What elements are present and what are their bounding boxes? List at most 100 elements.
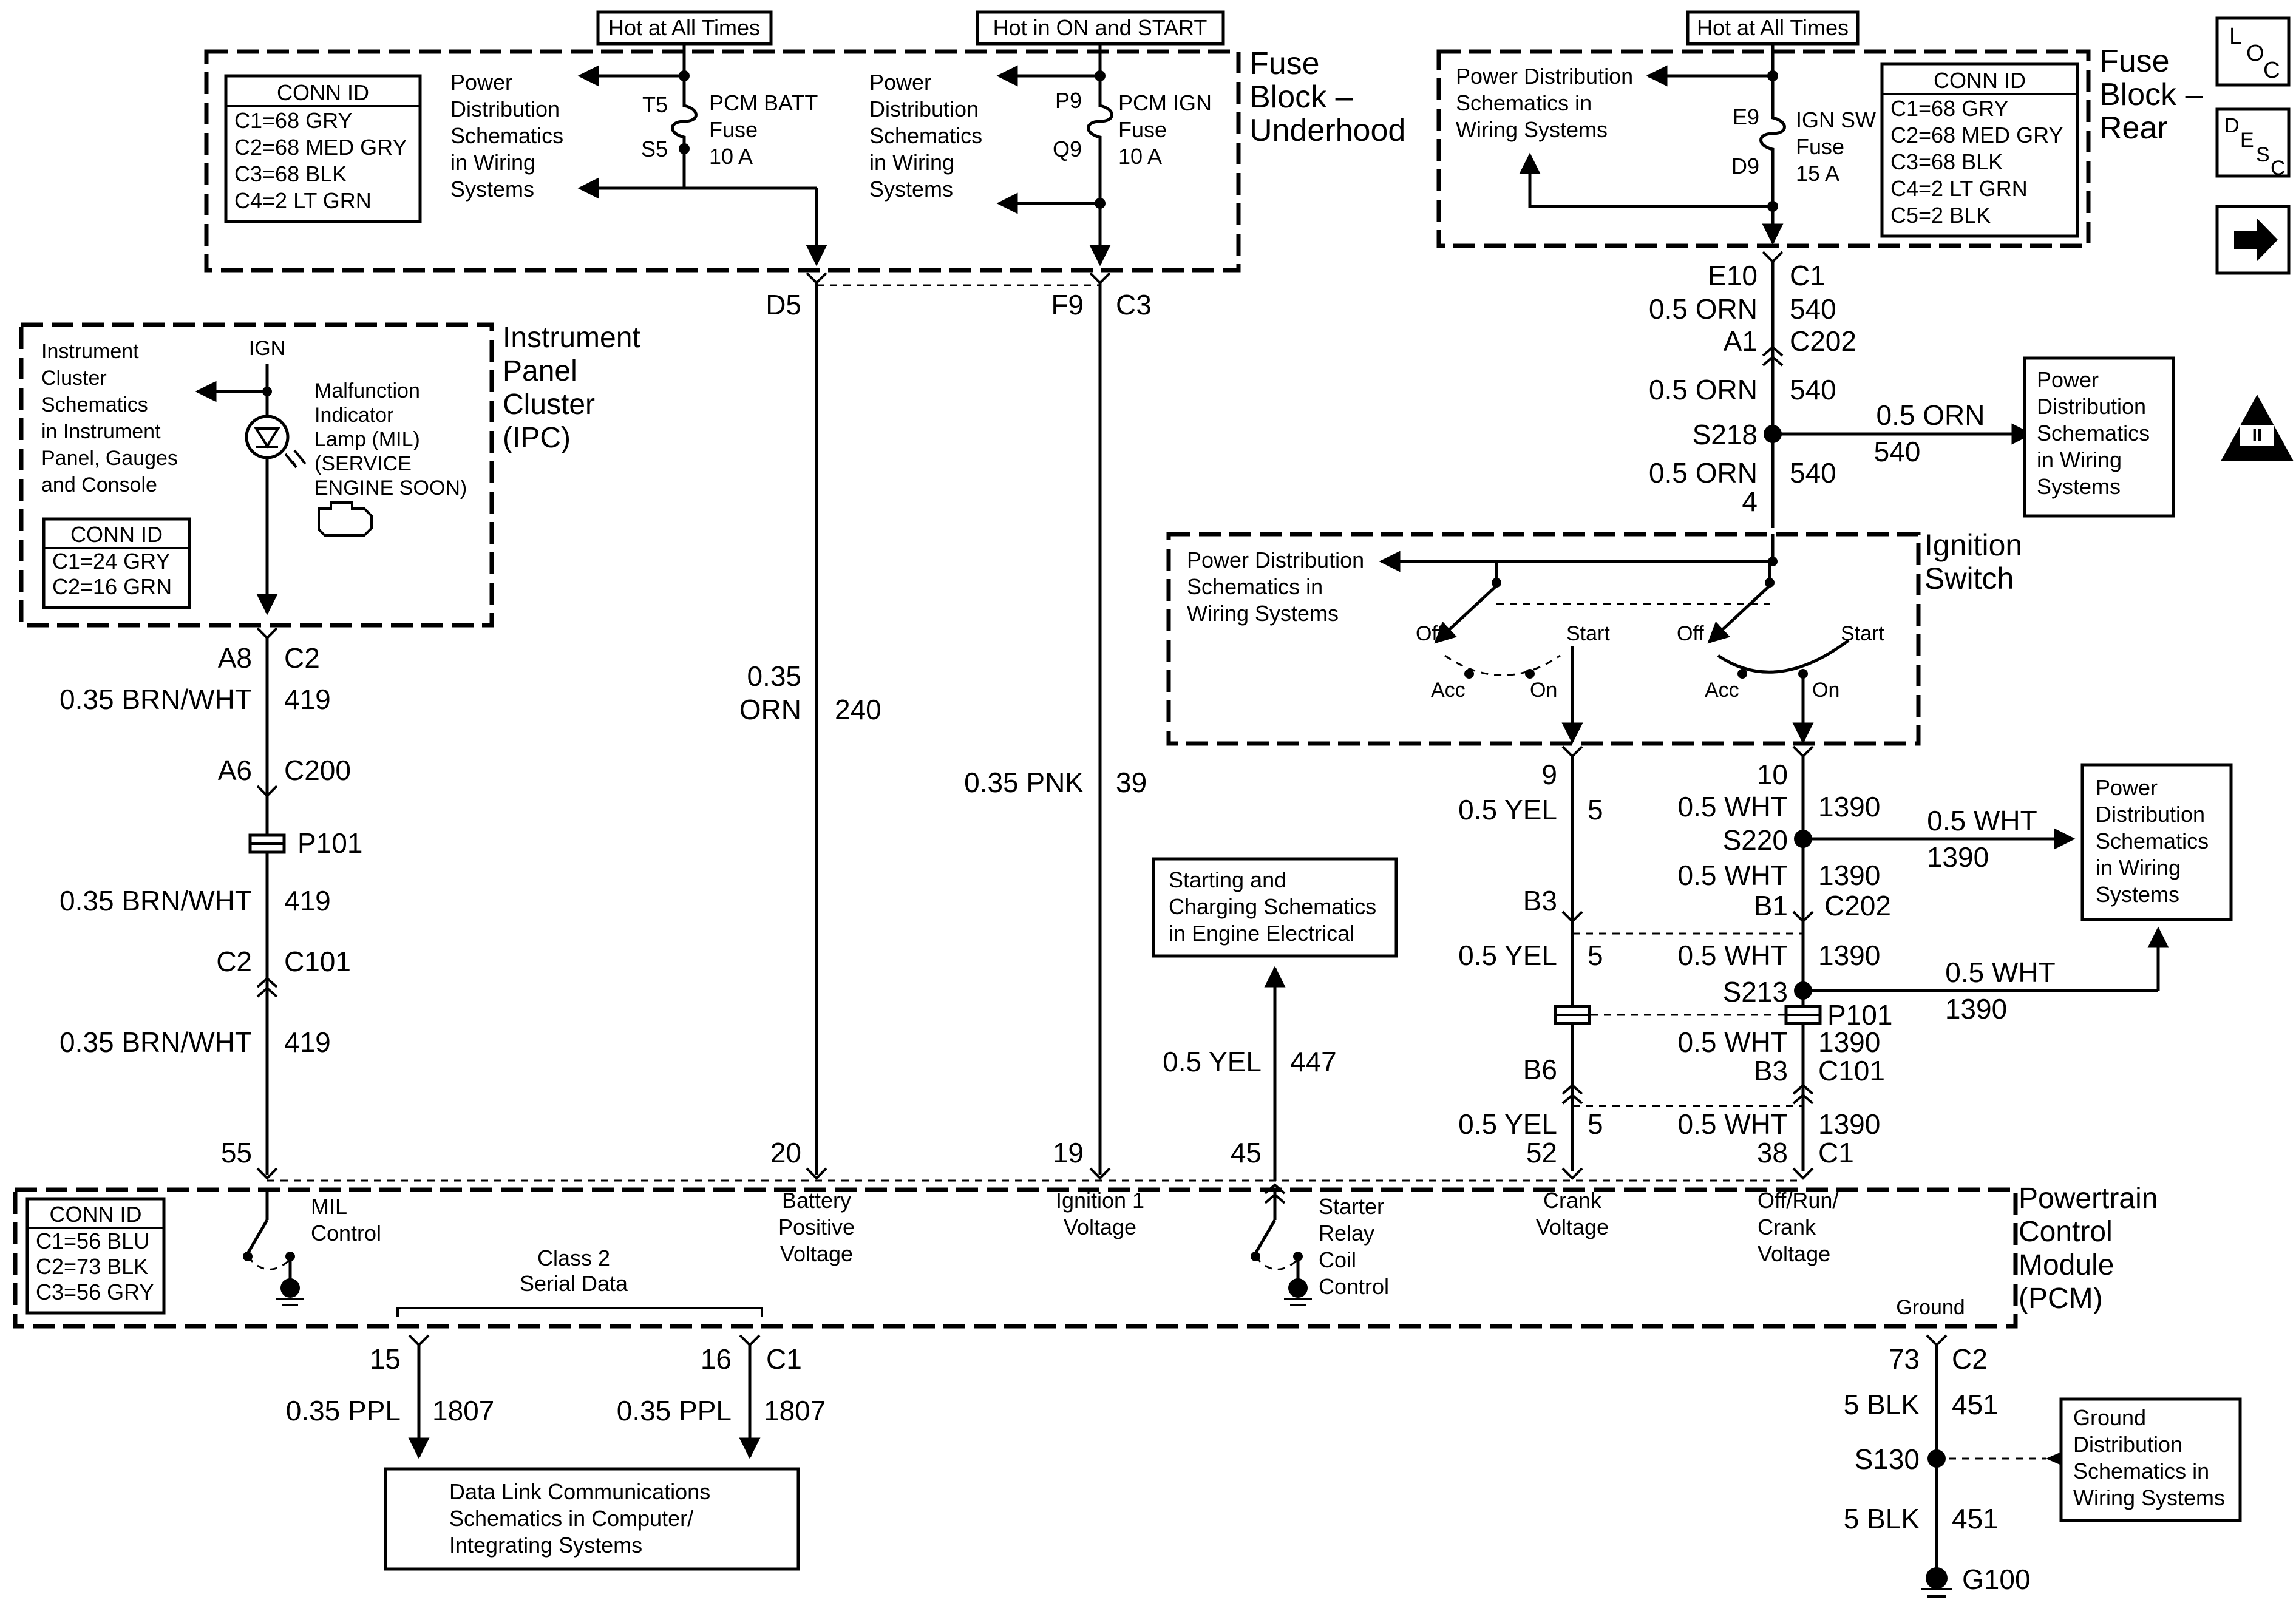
switch-b-acc-label: Acc — [1705, 679, 1739, 702]
fuse-pin-e9: E9 — [1733, 104, 1759, 129]
mil-description: (SERVICE — [314, 452, 412, 475]
pcm-mil-control-label: Control — [311, 1221, 381, 1246]
fuse-block-rear-title: Block – — [2099, 77, 2203, 112]
pin-d5: D5 — [766, 289, 801, 320]
power-dist-ref-s220-text: Power — [2096, 775, 2158, 800]
pcm-batt-power-dist-ref: in Wiring — [450, 150, 535, 175]
ignition-switch-box — [1166, 532, 1921, 746]
run-circuit-1: 1390 — [1818, 791, 1880, 822]
fuse-block-underhood — [204, 49, 1241, 273]
ign-circuit: 39 — [1116, 767, 1147, 798]
starting-charging-ref-text: Starting and — [1169, 867, 1286, 892]
ipc-title: (IPC) — [503, 422, 571, 454]
pcm-box — [13, 1187, 2018, 1329]
splice-s218-label: S218 — [1693, 419, 1758, 450]
pcm-ign-voltage-label: Ignition 1 — [1056, 1188, 1144, 1213]
crank-pcm-pin: 52 — [1526, 1137, 1557, 1168]
ignition-switch-power-dist-ref: Wiring Systems — [1187, 601, 1339, 626]
starting-charging-ref — [1152, 857, 1398, 958]
rear-hot-at-all-times-label — [1686, 10, 1860, 46]
circuit-540: 540 — [1790, 457, 1836, 489]
switch-a-on — [1525, 669, 1535, 679]
pcm-ign-power-dist-ref: Distribution — [869, 97, 979, 121]
batt-pcm-pin: 20 — [770, 1137, 801, 1168]
ipc-title: Panel — [503, 355, 577, 387]
power-dist-ref-s218-text: Systems — [2037, 474, 2121, 499]
mil-lamp-icon — [245, 415, 290, 459]
loc-icon-letter-o: O — [2246, 41, 2264, 66]
mil-lamp-diode — [254, 427, 280, 449]
pcm-pin-73 — [1926, 1334, 1948, 1347]
starting-charging-ref-text: Charging Schematics — [1169, 894, 1376, 919]
rear-power-dist-ref: Wiring Systems — [1456, 117, 1608, 142]
ipc-ign-label: IGN — [249, 337, 285, 360]
pcm-pin-15 — [408, 1334, 430, 1347]
batt-color-bottom: ORN — [739, 694, 801, 725]
run-circuit-4: 1390 — [1818, 1026, 1880, 1058]
pcm-ign-fuse — [1087, 94, 1113, 149]
power-dist-ref-s220-text: in Wiring — [2096, 855, 2181, 880]
starting-charging-ref-text: in Engine Electrical — [1169, 921, 1354, 946]
fuse-block-underhood-title: Block – — [1249, 80, 1353, 115]
wire-color-0-5-orn: 0.5 ORN — [1649, 374, 1758, 405]
pcm-title: Powertrain — [2019, 1182, 2158, 1215]
pcm-mil-arc — [246, 1256, 291, 1270]
switch-b-arc-thick — [1717, 639, 1850, 674]
run-p101-label: P101 — [1827, 999, 1892, 1031]
splice-s130 — [1927, 1449, 1946, 1468]
run-color-5: 0.5 WHT — [1678, 1108, 1788, 1140]
pcm-ign-fuse-label: Fuse — [1118, 117, 1167, 142]
engine-icon — [318, 501, 373, 537]
switch-a-acc — [1464, 669, 1474, 679]
ground-icon — [1288, 1278, 1308, 1298]
pcm-run-voltage-label: Crank — [1758, 1215, 1816, 1239]
mil-color-3: 0.35 BRN/WHT — [59, 1026, 252, 1058]
connector-a8 — [256, 627, 278, 640]
data-link-ref — [384, 1467, 800, 1571]
serial-color-2: 0.35 PPL — [617, 1395, 732, 1426]
pin-e10: E10 — [1708, 260, 1758, 291]
rear-conn-table-row: C3=68 BLK — [1890, 149, 2003, 174]
run-branch2-color: 0.5 WHT — [1945, 957, 2055, 988]
switch-a-arc — [1444, 654, 1561, 676]
rear-conn-table-row: C1=68 GRY — [1890, 96, 2008, 121]
ipc-cluster-ref-text: Panel, Gauges — [41, 447, 178, 470]
pcm-batt-fuse-label: Fuse — [709, 117, 758, 142]
circuit-540: 540 — [1790, 293, 1836, 325]
pcm-batt-power-dist-ref: Schematics — [450, 123, 563, 148]
switch-b-acc — [1737, 669, 1747, 679]
pcm-crank-voltage-label: Crank — [1543, 1188, 1602, 1213]
batt-color-top: 0.35 — [747, 660, 801, 692]
loc-icon-letter-l: L — [2229, 24, 2242, 49]
obd-badge-panel — [2240, 425, 2274, 446]
pin-a1: A1 — [1724, 325, 1758, 357]
ign-color: 0.35 PNK — [964, 767, 1084, 798]
switch-b-arm — [1707, 585, 1771, 644]
ipc-box — [19, 322, 494, 628]
pcm-ign-power-dist-ref: Schematics — [869, 123, 982, 148]
arrow-right-icon-shape — [2234, 219, 2278, 261]
pcm-batt-bottom-node — [679, 143, 690, 154]
switch-a-off: Off — [1416, 622, 1443, 645]
switch-a-acc-label: Acc — [1431, 679, 1466, 702]
mil-description: Lamp (MIL) — [314, 428, 420, 451]
fuse-pin-q9: Q9 — [1053, 137, 1082, 161]
fuse-block-rear-title: Rear — [2099, 110, 2168, 146]
mil-description: Malfunction — [314, 379, 420, 402]
pcm-batt-fuse-label: 10 A — [709, 144, 753, 169]
ipc-conn-table-row: C2=16 GRN — [52, 574, 172, 599]
pcm-starter-control-label: Coil — [1319, 1247, 1356, 1272]
crank-color-2: 0.5 YEL — [1458, 940, 1557, 971]
fuse-pin-d9: D9 — [1731, 154, 1759, 178]
run-pcm-conn: C1 — [1818, 1137, 1854, 1168]
connector-d5 — [806, 272, 827, 285]
fuse-block-underhood-title: Fuse — [1249, 46, 1320, 81]
rear-conn-table — [1880, 62, 2079, 238]
run-color-3: 0.5 WHT — [1678, 940, 1788, 971]
mil-circuit-3: 419 — [284, 1026, 331, 1058]
pcm-starter-switch — [1254, 1219, 1277, 1255]
run-pin-b1: B1 — [1754, 890, 1788, 921]
switch-b-off: Off — [1677, 622, 1704, 645]
pcm-conn-table-row: C1=56 BLU — [36, 1229, 149, 1253]
pcm-conn-table-title: CONN ID — [50, 1202, 142, 1227]
